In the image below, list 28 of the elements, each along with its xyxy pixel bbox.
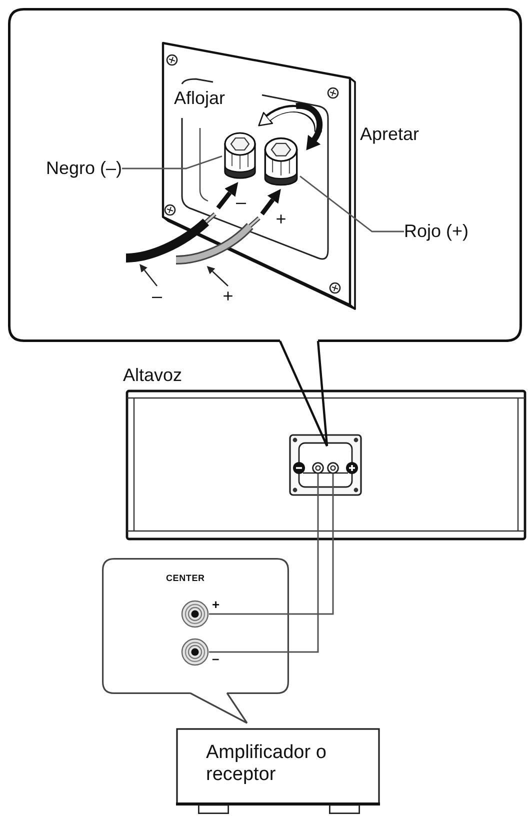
binding-post-icon [181, 600, 209, 628]
callout-panel [8, 8, 522, 342]
speaker-wire [209, 474, 319, 653]
binding-post-icon [181, 638, 209, 666]
leader-arrow [140, 264, 158, 286]
polarity-sign: – [236, 192, 246, 213]
callout-label: Negro (–) [46, 158, 122, 179]
amplifier-label: Amplificador o receptor [206, 742, 328, 786]
insertion-arrow [260, 188, 281, 216]
action-label: Aflojar [174, 88, 226, 109]
speaker-wire [209, 474, 334, 615]
polarity-sign: + [212, 597, 220, 612]
insertion-arrow [216, 182, 238, 210]
callout-label: Rojo (+) [404, 221, 469, 242]
callout-panel [102, 558, 289, 694]
panel-label: CENTER [166, 573, 205, 583]
polarity-sign: + [276, 209, 286, 230]
amplifier-box [176, 728, 380, 814]
action-label: Apretar [360, 124, 420, 145]
binding-post-icon [327, 462, 339, 474]
polarity-sign: + [222, 286, 234, 307]
binding-post-icon [312, 462, 324, 474]
leader-line [122, 156, 222, 170]
polarity-sign: – [212, 651, 220, 666]
leader-line [300, 176, 404, 232]
leader-arrow [206, 266, 228, 286]
polarity-sign: – [152, 286, 162, 307]
speaker-label: Altavoz [123, 365, 182, 386]
